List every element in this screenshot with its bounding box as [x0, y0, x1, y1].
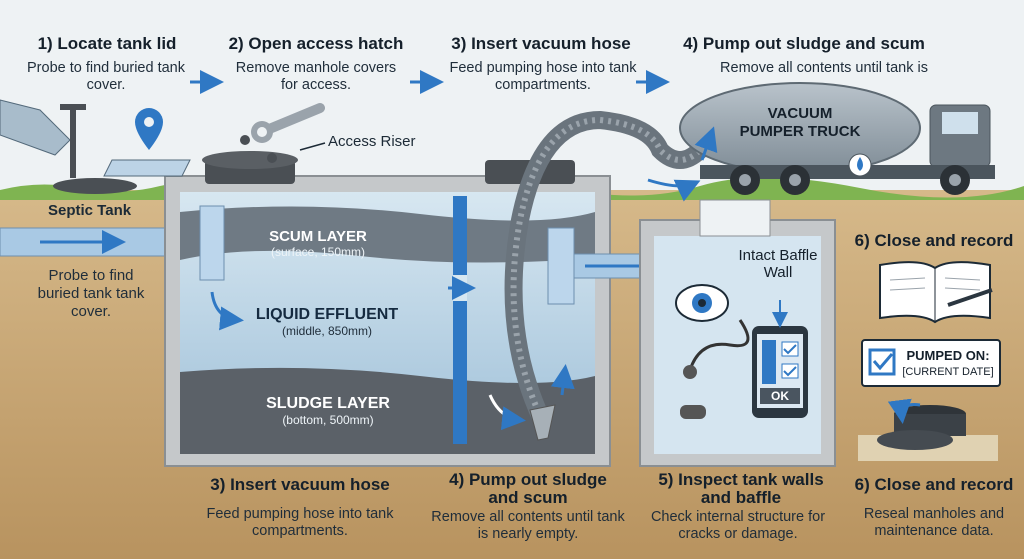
bottom-step6-desc: Reseal manholes and maintenance data. — [863, 506, 1005, 539]
step1-desc: Probe to find buried tank cover. — [27, 60, 185, 93]
pumped-on-label: PUMPED ON: — [906, 348, 990, 363]
sludge-layer-detail: (bottom, 500mm) — [282, 413, 374, 427]
scum-layer-label: SCUM LAYER (surface, 150mm) — [238, 228, 398, 259]
locate-illustration — [0, 99, 191, 194]
map-pin-icon — [135, 108, 163, 150]
checkbox-icon — [868, 348, 896, 376]
step2-title: 2) Open access hatch — [228, 34, 404, 53]
logbook-icon — [879, 261, 993, 324]
pumped-on-card — [861, 339, 1001, 387]
bottom-step4-desc: Remove all contents until tank is nearly… — [431, 509, 625, 542]
step1-title: 1) Locate tank lid — [37, 34, 177, 53]
liquid-effluent-label: LIQUID EFFLUENT (middle, 850mm) — [232, 306, 422, 338]
manhole-lids — [858, 398, 998, 461]
sludge-layer — [180, 367, 595, 454]
baffle-wall — [453, 196, 467, 444]
septic-tank-label: Septic Tank — [48, 202, 132, 219]
access-riser-label: Access Riser — [328, 133, 416, 150]
close-record-side-title: 6) Close and record — [854, 231, 1014, 250]
bottom-step5-title: 5) Inspect tank walls and baffle — [658, 470, 824, 507]
inspection-tank — [639, 199, 836, 467]
scum-layer-name: SCUM LAYER — [269, 228, 367, 245]
bottom-step5-desc: Check internal structure for cracks or d… — [650, 509, 826, 542]
main-tank — [164, 151, 611, 467]
wrench-icon — [240, 103, 326, 163]
liquid-effluent-detail: (middle, 850mm) — [281, 324, 373, 338]
hose-nozzle — [529, 404, 556, 441]
step3-desc: Feed pumping hose into tank compartments… — [449, 60, 637, 93]
sludge-layer-name: SLUDGE LAYER — [266, 395, 390, 412]
bottom-step4-title: 4) Pump out sludge and scum — [449, 470, 607, 507]
pumper-truck — [679, 82, 995, 195]
step4-desc: Remove all contents until tank is — [720, 60, 928, 76]
step2-desc: Remove manhole covers for access. — [235, 60, 397, 93]
scum-layer-detail: (surface, 150mm) — [270, 245, 366, 259]
phone-ok-label: OK — [771, 389, 789, 403]
bottom-step3-title: 3) Insert vacuum hose — [210, 475, 390, 494]
bottom-step6-title: 6) Close and record — [854, 475, 1014, 494]
truck-label: VACUUM PUMPER TRUCK — [739, 105, 861, 140]
scum-layer — [180, 206, 595, 263]
probe-left-label: Probe to find buried tank tank cover. — [37, 267, 145, 320]
step4-title: 4) Pump out sludge and scum — [683, 34, 925, 53]
current-date-label: [CURRENT DATE] — [902, 366, 994, 378]
bottom-step3-desc: Feed pumping hose into tank compartments… — [206, 506, 394, 539]
sludge-layer-label: SLUDGE LAYER (bottom, 500mm) — [238, 395, 418, 427]
baffle-label: Intact Baffle Wall — [738, 247, 818, 281]
step3-title: 3) Insert vacuum hose — [451, 34, 631, 53]
liquid-effluent-name: LIQUID EFFLUENT — [255, 306, 399, 323]
